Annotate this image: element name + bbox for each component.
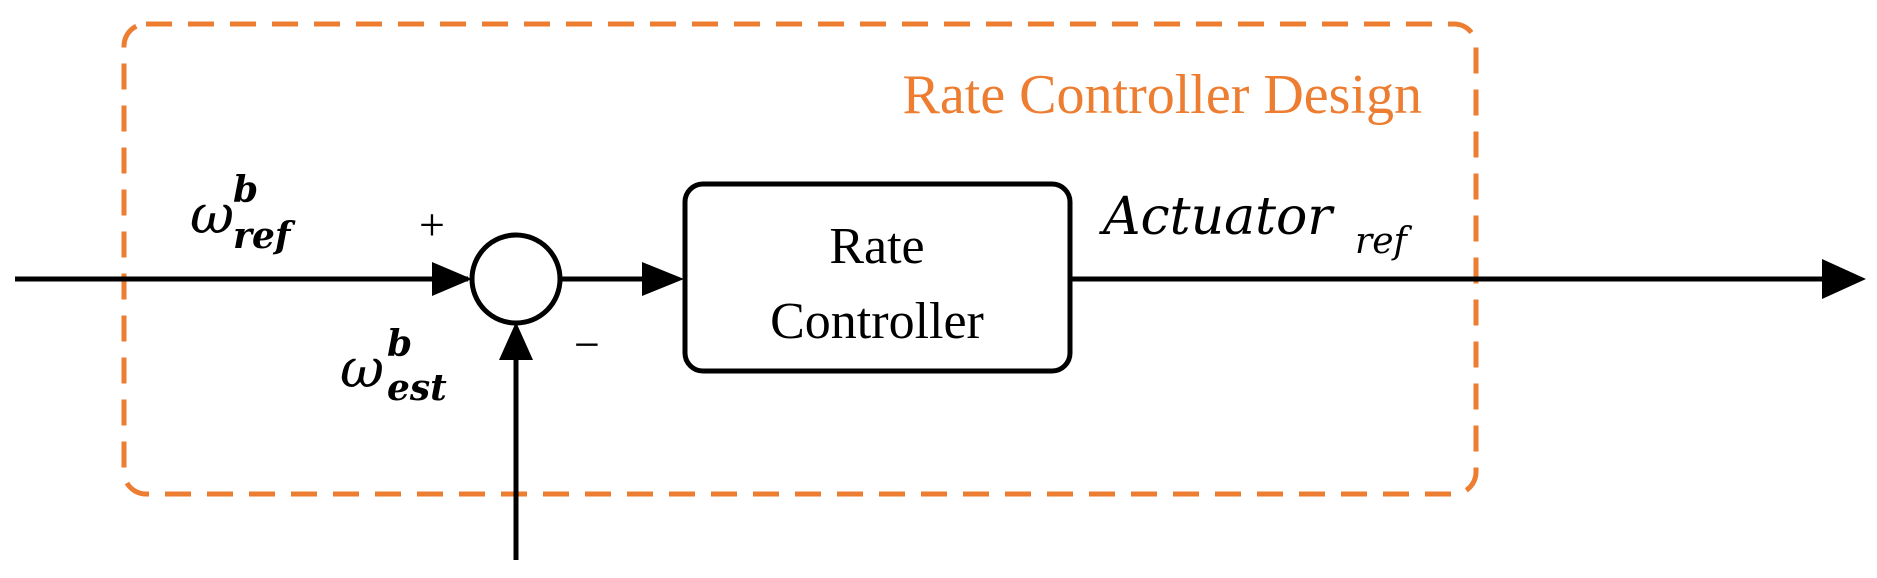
output-subscript: ref — [1355, 221, 1413, 262]
output-signal-label: Actuator ref — [1099, 187, 1413, 262]
estimate-symbol: ω — [340, 337, 384, 400]
estimate-signal-label: ω b est — [340, 323, 447, 409]
error-arrowhead — [642, 262, 684, 296]
region-label: Rate Controller Design — [903, 64, 1422, 126]
reference-arrowhead — [432, 262, 472, 296]
reference-symbol: ω — [190, 183, 234, 246]
minus-sign: − — [574, 319, 600, 370]
reference-signal-label: ω b ref — [190, 169, 296, 257]
estimate-subscript: est — [387, 367, 447, 409]
reference-superscript: b — [233, 169, 258, 211]
block-label-line1: Rate — [829, 218, 924, 275]
block-label-line2: Controller — [770, 293, 984, 350]
summing-junction — [469, 232, 563, 326]
estimate-arrowhead — [499, 322, 533, 360]
output-arrowhead — [1822, 259, 1866, 299]
reference-subscript: ref — [233, 215, 296, 257]
estimate-superscript: b — [387, 323, 412, 365]
plus-sign: + — [419, 199, 445, 250]
rate-controller-design-region — [121, 21, 1479, 497]
output-base: Actuator — [1099, 187, 1335, 247]
